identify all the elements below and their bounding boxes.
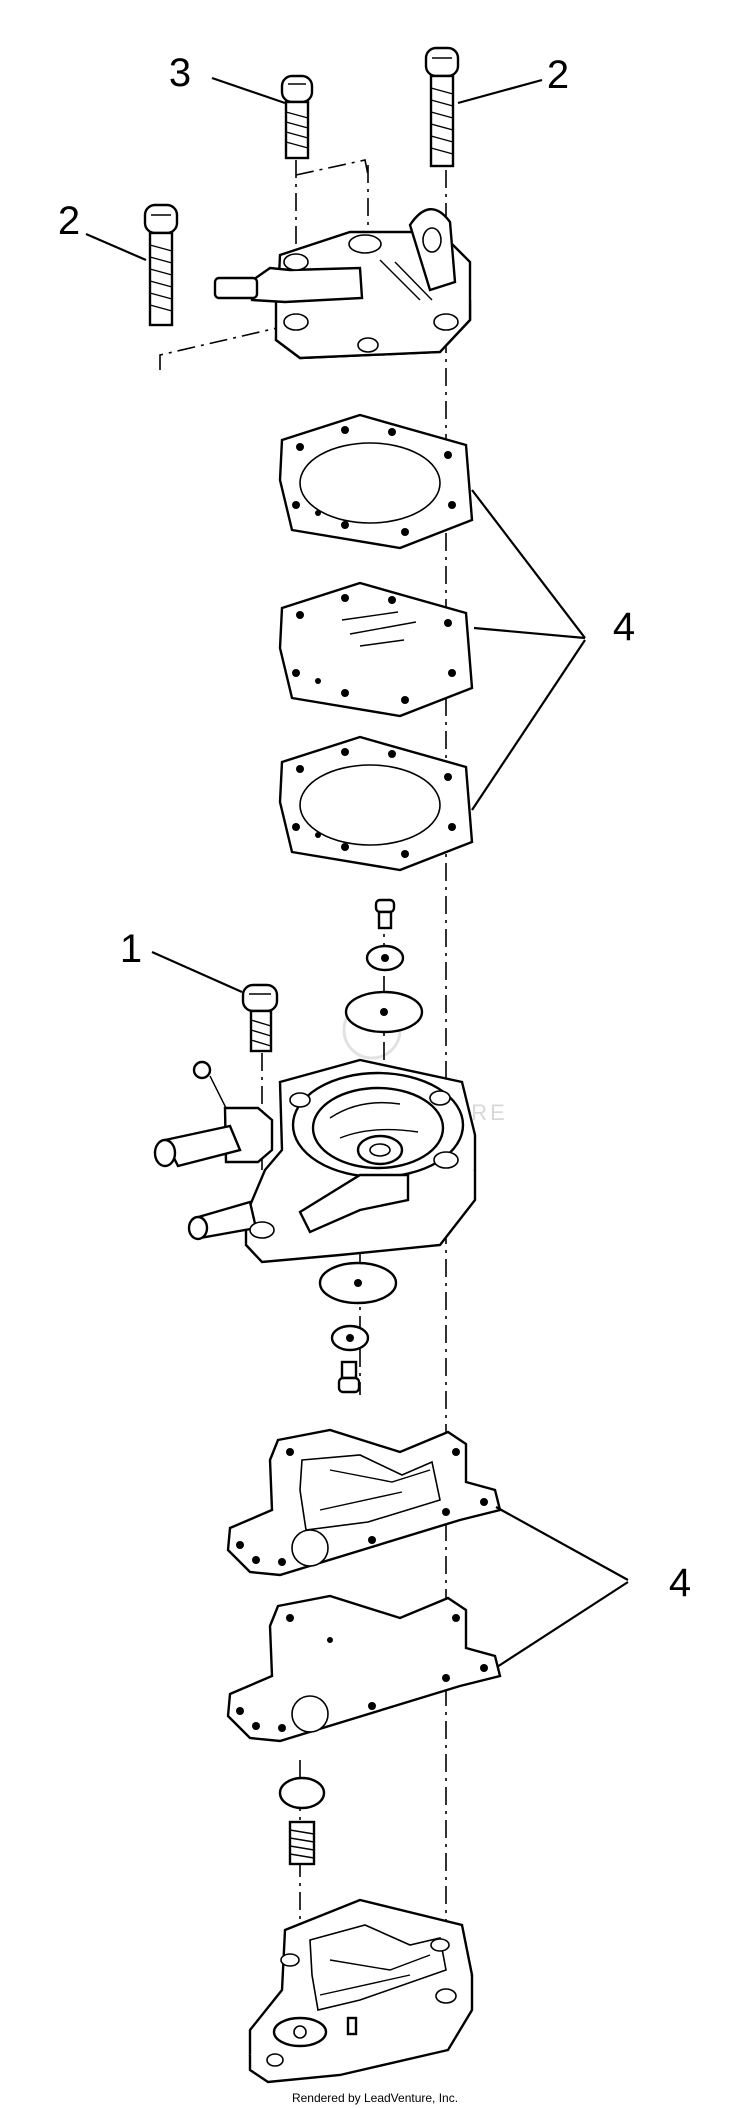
valve-disc-upper <box>344 990 424 1034</box>
pump-base <box>248 1898 474 2084</box>
callout-4-lower: 4 <box>669 1561 691 1605</box>
callout-1: 1 <box>120 927 142 971</box>
leader-lines <box>85 76 629 1668</box>
valve-screw-upper <box>374 898 396 930</box>
gasket-lower-2 <box>226 1594 502 1743</box>
callout-2-left: 2 <box>58 199 80 243</box>
valve-retainer-upper <box>365 944 405 972</box>
callout-4-upper: 4 <box>613 605 635 649</box>
pump-body <box>153 1058 477 1264</box>
valve-disc-lower <box>318 1261 398 1305</box>
screw-2-right <box>424 46 460 168</box>
gasket-lower-1 <box>226 1428 502 1577</box>
pump-cover <box>213 208 472 360</box>
gasket-top <box>278 413 474 550</box>
valve-retainer-lower <box>330 1324 370 1352</box>
render-credit: Rendered by LeadVenture, Inc. <box>292 2091 458 2105</box>
check-valve-spring <box>288 1820 316 1866</box>
diaphragm-top <box>278 581 474 718</box>
gasket-middle <box>278 735 474 872</box>
screw-1 <box>241 983 279 1053</box>
screw-3 <box>280 74 314 160</box>
callout-2-right: 2 <box>547 53 569 97</box>
callout-3: 3 <box>169 51 191 95</box>
valve-screw-lower <box>337 1360 361 1394</box>
check-valve-cap <box>278 1776 326 1810</box>
screw-2-left <box>143 203 179 327</box>
